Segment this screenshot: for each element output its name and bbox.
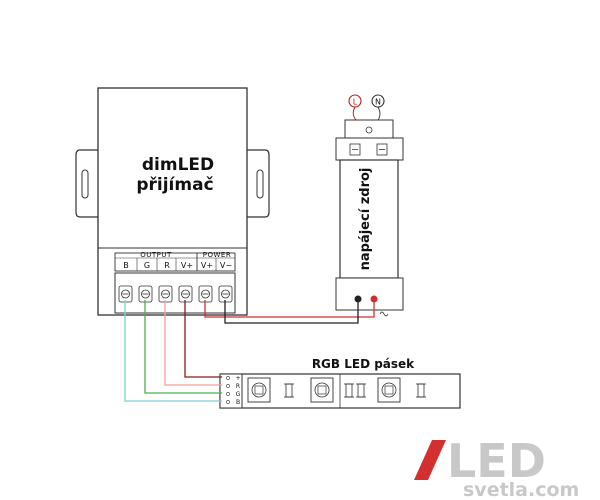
terminal-label-b: B bbox=[123, 261, 129, 270]
strip-pin-g: G bbox=[236, 391, 241, 398]
terminal-label-vminus-power: V− bbox=[220, 261, 232, 270]
strip-pin-plus: + bbox=[235, 375, 240, 382]
mains-n-label: N bbox=[375, 98, 381, 107]
power-supply-body bbox=[339, 159, 399, 279]
wire-psu-negative bbox=[224, 299, 359, 324]
mains-l-label: L bbox=[353, 98, 358, 107]
led-strip-connector bbox=[219, 373, 243, 409]
terminal-label-r: R bbox=[164, 261, 170, 270]
screw-terminal-vplus-power bbox=[198, 285, 213, 303]
resistor bbox=[356, 383, 366, 398]
strip-pin-b: B bbox=[236, 399, 240, 406]
led-chip bbox=[377, 377, 401, 403]
led-chip bbox=[310, 377, 334, 403]
screw-terminal-vplus-out bbox=[178, 285, 193, 303]
logo-text-led: LED bbox=[447, 434, 546, 488]
led-strip-label: RGB LED pásek bbox=[312, 357, 415, 371]
power-supply: L N napájecí zdroj bbox=[335, 94, 404, 317]
led-chip bbox=[247, 377, 271, 403]
wire-green bbox=[144, 300, 222, 394]
resistor bbox=[344, 383, 354, 398]
power-group-label: POWER bbox=[203, 251, 231, 259]
screw-terminal-g bbox=[138, 285, 153, 303]
output-group-label: OUTPUT bbox=[140, 251, 172, 259]
resistor bbox=[284, 383, 294, 398]
terminal-label-vplus-out: V+ bbox=[181, 261, 193, 270]
logo-text-domain: svetla.com bbox=[463, 479, 579, 500]
wire-psu-positive bbox=[204, 299, 375, 318]
wire-blue bbox=[124, 300, 222, 402]
resistor bbox=[416, 383, 426, 398]
strip-pin-r: R bbox=[236, 383, 240, 390]
terminal-block bbox=[114, 272, 236, 314]
receiver-label-line2: přijímač bbox=[136, 175, 213, 195]
screw-terminal-vminus-power bbox=[218, 285, 233, 303]
screw-terminal-r bbox=[158, 285, 173, 303]
wire-red bbox=[164, 300, 222, 386]
receiver-right-slot bbox=[256, 169, 264, 199]
led-strip: RGB LED pásek + R G B bbox=[219, 357, 461, 409]
screw-terminal-b bbox=[118, 285, 133, 303]
logo-slash bbox=[414, 440, 446, 480]
terminal-header bbox=[114, 252, 236, 272]
terminal-label-vplus-power: V+ bbox=[201, 261, 213, 270]
ledsvetla-logo: LED svetla.com bbox=[414, 434, 579, 500]
receiver-label-line1: dimLED bbox=[142, 155, 214, 175]
terminal-label-g: G bbox=[144, 261, 150, 270]
power-supply-label: napájecí zdroj bbox=[358, 168, 373, 271]
wire-vplus-out bbox=[184, 300, 222, 378]
receiver-left-slot bbox=[81, 169, 89, 199]
receiver: dimLED přijímač OUTPUT POWER B G R V+ V+… bbox=[75, 87, 270, 316]
